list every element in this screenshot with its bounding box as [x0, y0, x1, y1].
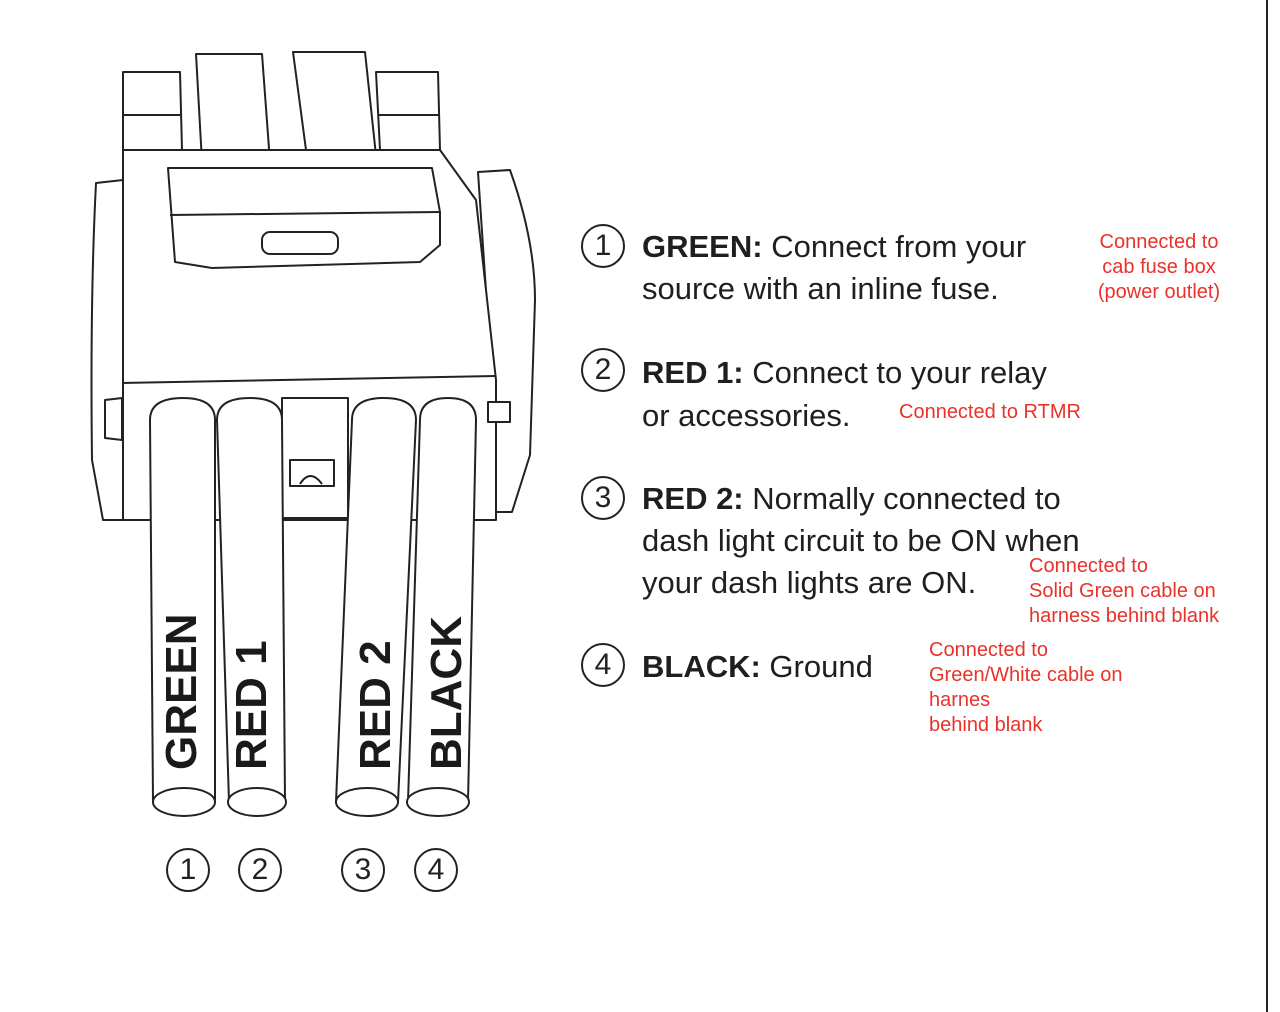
wire-label-green: GREEN	[157, 614, 206, 770]
instruction-2-line-2: or accessories.	[642, 398, 851, 433]
wire-number-2: 2	[238, 848, 282, 892]
wire-number-1: 1	[166, 848, 210, 892]
instruction-2-title: RED 1:	[642, 355, 744, 390]
instruction-4-note: Connected to Green/White cable on harnes…	[929, 639, 1123, 736]
wire-green-body	[148, 396, 216, 803]
connector-top-pin-mid-left	[195, 53, 271, 163]
instruction-4-line-1: BLACK: Ground	[642, 649, 873, 684]
instruction-3-line-1: RED 2: Normally connected to	[642, 481, 1061, 516]
instruction-2-note: Connected to RTMR	[899, 401, 1081, 423]
connector-top-pin-right	[375, 71, 441, 151]
instruction-3-line-2: dash light circuit to be ON when	[642, 523, 1080, 558]
instruction-3-line-3: your dash lights are ON.	[642, 565, 977, 600]
instruction-number-2: 2	[581, 348, 625, 392]
wire-number-3: 3	[341, 848, 385, 892]
connector-latch	[167, 167, 441, 269]
instruction-4-title: BLACK:	[642, 649, 761, 684]
instruction-1-title: GREEN:	[642, 229, 763, 264]
instruction-number-3: 3	[581, 476, 625, 520]
instruction-3-title: RED 2:	[642, 481, 744, 516]
wire-label-black: BLACK	[422, 616, 471, 770]
connector-diagram: GREEN RED 1 RED 2 BLACK	[90, 51, 536, 817]
instruction-1-note: Connected to cab fuse box (power outlet)	[1097, 231, 1221, 303]
wire-black-end	[406, 787, 470, 817]
wire-red1-body	[215, 396, 287, 803]
connector-top-pin-left	[122, 71, 183, 151]
wire-red2-body	[334, 396, 418, 803]
wire-number-4: 4	[414, 848, 458, 892]
connector-top-pin-mid-right	[292, 51, 378, 166]
instruction-2-line-1: RED 1: Connect to your relay	[642, 355, 1047, 390]
instruction-number-1: 1	[581, 224, 625, 268]
page-edge-line	[1266, 0, 1268, 1012]
instruction-3-note: Connected to Solid Green cable on harnes…	[1029, 555, 1220, 627]
wire-label-red2: RED 2	[351, 640, 400, 770]
wire-black-body	[406, 396, 478, 803]
wire-red2-end	[335, 787, 399, 817]
instruction-1-line-2: source with an inline fuse.	[642, 271, 999, 306]
instruction-1-line-1: GREEN: Connect from your	[642, 229, 1027, 264]
wire-red1-end	[227, 787, 287, 817]
wire-label-red1: RED 1	[227, 640, 276, 770]
wire-green-end	[152, 787, 216, 817]
instruction-number-4: 4	[581, 643, 625, 687]
